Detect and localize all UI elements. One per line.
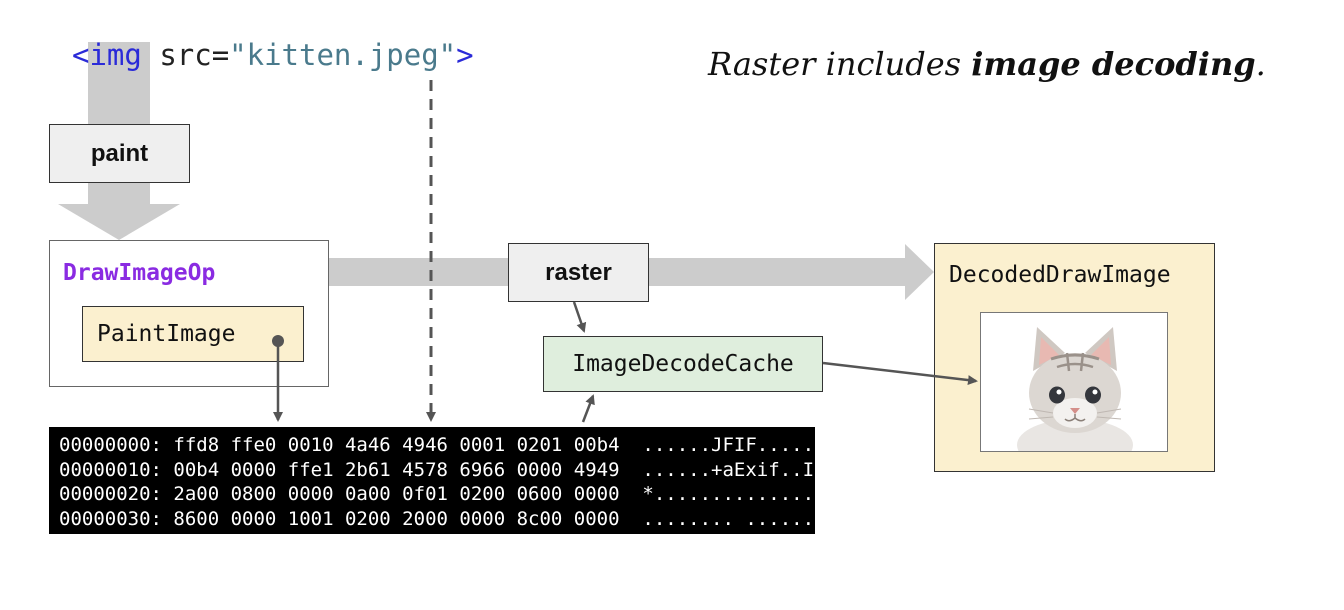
draw-image-op-title: DrawImageOp — [63, 260, 216, 286]
caption-suffix: . — [1255, 45, 1266, 83]
code-close-bracket: > — [456, 38, 474, 72]
flow-arrow-down-head — [58, 204, 180, 240]
hexdump-row: 00000000: ffd8 ffe0 0010 4a46 4946 0001 … — [59, 434, 826, 456]
bytes-to-cache-arrow — [581, 394, 595, 423]
img-tag-code: <img src="kitten.jpeg"> — [72, 38, 474, 72]
code-attr-value: "kitten.jpeg" — [229, 38, 457, 72]
decoded-draw-image-title: DecodedDrawImage — [949, 262, 1171, 288]
paint-stage: paint — [49, 124, 190, 183]
caption-prefix: Raster includes — [708, 45, 972, 83]
code-attr: src= — [141, 38, 230, 72]
image-decode-cache-box: ImageDecodeCache — [543, 336, 823, 392]
jpeg-hexdump: 00000000: ffd8 ffe0 0010 4a46 4946 0001 … — [49, 427, 826, 534]
caption: Raster includes image decoding. — [708, 45, 1266, 83]
paint-image-box: PaintImage — [82, 306, 304, 362]
raster-stage: raster — [508, 243, 649, 302]
code-open-bracket: < — [72, 38, 90, 72]
code-tag-name: img — [89, 38, 142, 72]
cache-to-decoded-arrow — [822, 361, 978, 386]
caption-emphasis: image decoding — [971, 45, 1256, 83]
kitten-image-frame — [980, 312, 1168, 452]
hexdump-row: 00000030: 8600 0000 1001 0200 2000 0000 … — [59, 507, 826, 530]
raster-to-cache-arrow — [572, 301, 587, 333]
kitten-photo-icon — [1017, 327, 1133, 451]
hexdump-row: 00000020: 2a00 0800 0000 0a00 0f01 0200 … — [59, 483, 826, 505]
hexdump-row: 00000010: 00b4 0000 ffe1 2b61 4578 6966 … — [59, 458, 826, 481]
flow-arrow-right-head — [905, 244, 934, 300]
